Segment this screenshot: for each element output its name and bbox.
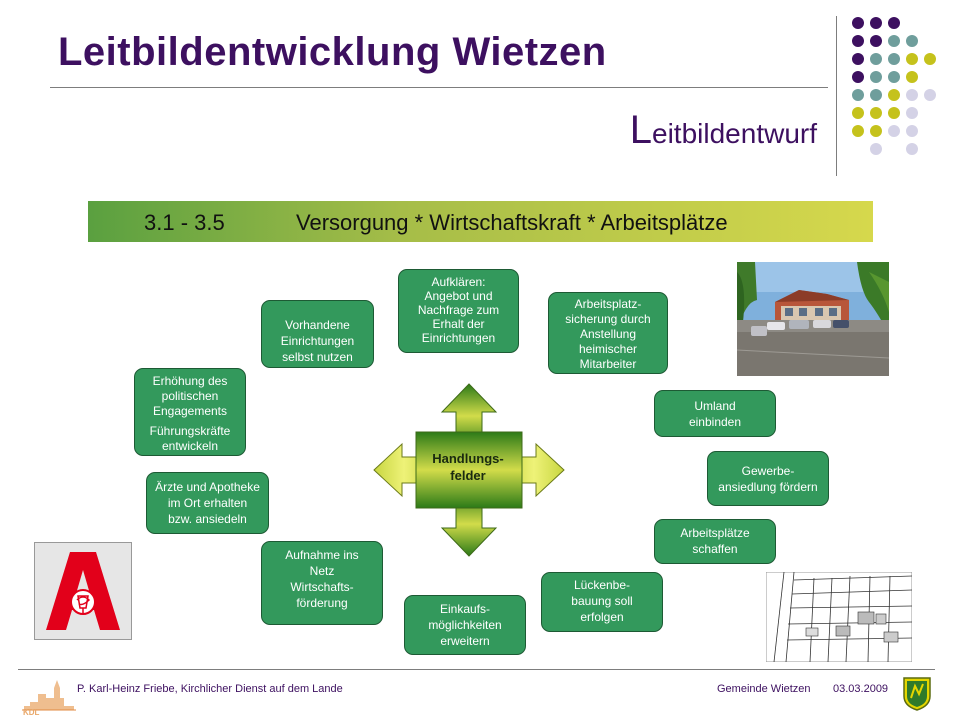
box-wirtschaftsfoerderung: Aufnahme ins Netz Wirtschafts- förderung <box>261 541 383 625</box>
kdl-logo-text: KDL <box>23 708 40 716</box>
subtitle-rest: eitbildentwurf <box>652 118 817 149</box>
box-text: Mitarbeiter <box>579 357 637 371</box>
box-text: Wirtschafts- <box>290 580 354 594</box>
box-lueckenbebauung: Lückenbe- bauung soll erfolgen <box>541 572 663 632</box>
box-text: sicherung durch <box>565 312 651 326</box>
subtitle-initial: L <box>629 108 653 152</box>
box-text: Netz <box>309 564 335 578</box>
box-text: entwickeln <box>161 439 219 453</box>
box-text: schaffen <box>692 542 738 556</box>
box-text: Arbeitsplatz- <box>574 297 642 311</box>
box-text: Aufnahme ins <box>285 548 359 562</box>
title-divider <box>50 87 828 88</box>
box-text: Umland <box>694 399 736 413</box>
section-code: 3.1 - 3.5 <box>144 210 225 235</box>
shopping-center-photo <box>737 262 889 376</box>
box-text: einbinden <box>688 415 742 429</box>
box-politisches-engagement: Erhöhung des politischen Engagements Füh… <box>134 368 246 456</box>
section-banner <box>88 201 873 242</box>
box-text: Einrichtungen <box>280 334 355 348</box>
box-vorhandene-einrichtungen: Vorhandene Einrichtungen selbst nutzen <box>261 300 374 368</box>
box-text: möglichkeiten <box>428 618 502 632</box>
box-text: bzw. ansiedeln <box>168 512 247 526</box>
box-text: Erhalt der <box>432 317 485 331</box>
box-text: Gewerbe- <box>741 464 795 478</box>
box-aufklaeren: Aufklären: Angebot und Nachfrage zum Erh… <box>398 269 519 353</box>
box-text: erfolgen <box>580 610 624 624</box>
page-title: Leitbildentwicklung Wietzen <box>58 30 607 74</box>
box-text: selbst nutzen <box>282 350 353 364</box>
box-text: Ärzte und Apotheke <box>155 480 260 494</box>
box-text: politischen <box>161 389 219 403</box>
site-plan-map <box>766 572 912 662</box>
box-text: Vorhandene <box>285 318 350 332</box>
box-text: Führungskräfte <box>149 424 231 438</box>
four-way-arrow-icon <box>373 383 565 557</box>
box-text: Einrichtungen <box>421 331 496 345</box>
box-text: heimischer <box>578 342 638 356</box>
box-text: Einkaufs- <box>439 602 491 616</box>
box-text: erweitern <box>440 634 490 648</box>
center-label-line2: felder <box>450 468 486 483</box>
kdl-logo: KDL <box>22 680 76 716</box>
box-text: Erhöhung des <box>152 374 228 388</box>
footer-date: 03.03.2009 <box>833 683 889 695</box>
box-arbeitsplaetze: Arbeitsplätze schaffen <box>654 519 776 564</box>
box-text: Arbeitsplätze <box>680 526 750 540</box>
box-text: Angebot und <box>424 289 493 303</box>
box-umland: Umland einbinden <box>654 390 776 437</box>
footer-divider <box>18 669 935 670</box>
box-text: Engagements <box>152 404 228 418</box>
box-aerzte-apotheke: Ärzte und Apotheke im Ort erhalten bzw. … <box>146 472 269 534</box>
box-text: förderung <box>296 596 348 610</box>
section-title: Versorgung * Wirtschaftskraft * Arbeitsp… <box>296 210 728 235</box>
box-text: ansiedlung fördern <box>718 480 818 494</box>
box-text: Nachfrage zum <box>417 303 500 317</box>
box-arbeitsplatzsicherung: Arbeitsplatz- sicherung durch Anstellung… <box>548 292 668 374</box>
box-text: Lückenbe- <box>573 578 631 592</box>
box-text: Aufklären: <box>431 275 486 289</box>
apotheke-logo <box>34 542 132 640</box>
decorative-dot-grid <box>852 17 936 155</box>
municipality-crest <box>903 677 931 711</box>
footer-author: P. Karl-Heinz Friebe, Kirchlicher Dienst… <box>77 683 343 695</box>
box-text: Anstellung <box>579 327 637 341</box>
center-label: Handlungs- felder <box>410 450 526 484</box>
box-einkaufsmoeglichkeiten: Einkaufs- möglichkeiten erweitern <box>404 595 526 655</box>
vertical-divider <box>836 16 837 176</box>
box-text: bauung soll <box>571 594 633 608</box>
center-label-line1: Handlungs- <box>432 451 504 466</box>
box-gewerbeansiedlung: Gewerbe- ansiedlung fördern <box>707 451 829 506</box>
page-subtitle: Leitbildentwurf <box>630 108 817 153</box>
box-text: im Ort erhalten <box>167 496 248 510</box>
footer-organization: Gemeinde Wietzen <box>717 683 811 695</box>
